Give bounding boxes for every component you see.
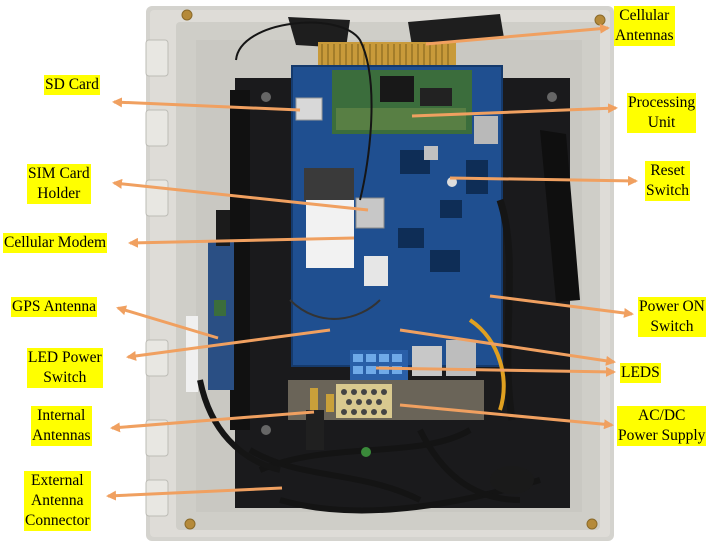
arrow-leds (375, 366, 616, 377)
arrow-sim-card-holder (112, 178, 369, 212)
label-gps-antenna: GPS Antenna (11, 297, 97, 317)
arrow-reset-switch (449, 175, 638, 186)
screw-holes (181, 9, 606, 530)
arrow-power-on-switch (489, 294, 634, 318)
arrow-cellular-antennas (425, 23, 610, 46)
label-internal-antennas: Internal Antennas (31, 406, 92, 446)
label-cellular-modem: Cellular Modem (3, 233, 108, 253)
label-led-power-switch: LED Power Switch (27, 348, 103, 388)
arrow-led-power-switch (126, 328, 331, 361)
label-power-on-switch: Power ON Switch (638, 297, 706, 337)
sim-holder (355, 197, 385, 229)
internal-antenna-2 (326, 394, 334, 412)
label-sim-card-holder: SIM Card Holder (27, 164, 91, 204)
label-leds: LEDS (620, 363, 661, 383)
label-processing-unit: Processing Unit (627, 93, 697, 133)
leader-arrows (106, 23, 638, 501)
arrow-processing-unit (411, 103, 618, 118)
label-sd-card: SD Card (44, 75, 100, 95)
arrow-external-antenna-connector (106, 486, 283, 501)
arrow-cellular-modem (128, 236, 355, 248)
label-external-antenna-connector: External Antenna Connector (24, 471, 91, 531)
arrow-gps-antenna (116, 305, 219, 340)
label-ac-dc-power-supply: AC/DC Power Supply (617, 406, 707, 446)
arrow-internal-antennas (110, 410, 315, 433)
arrow-leds-2 (399, 328, 616, 366)
arrow-sd-card (112, 97, 301, 112)
arrow-ac-dc-power-supply (399, 403, 614, 430)
label-reset-switch: Reset Switch (645, 161, 691, 201)
internal-antenna-1 (310, 388, 318, 410)
label-cellular-antennas: Cellular Antennas (614, 6, 675, 46)
